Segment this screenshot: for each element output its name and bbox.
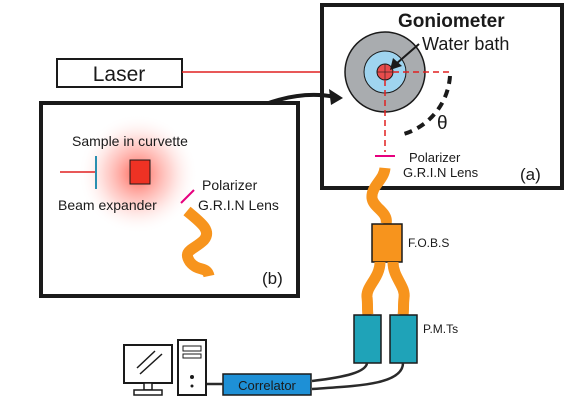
fobs-box	[371, 223, 403, 263]
pmt-right	[389, 314, 418, 364]
detector-fiber	[366, 166, 392, 226]
cuvette	[129, 159, 151, 185]
pmt-cable-left	[311, 362, 369, 383]
inset-panel: Sample in curvette Beam expander Polariz…	[39, 101, 300, 298]
pmt-left	[353, 314, 382, 364]
theta-label: θ	[437, 113, 448, 134]
laser-label: Laser	[93, 63, 146, 86]
split-fiber-left	[361, 261, 386, 317]
sample-label: Sample in curvette	[72, 133, 188, 149]
beam-expander-label: Beam expander	[58, 197, 157, 213]
grin-lens-a-label: G.R.I.N Lens	[403, 165, 479, 180]
polarizer-b-label: Polarizer	[202, 177, 258, 193]
computer-icon	[123, 339, 207, 396]
pmts-label: P.M.Ts	[423, 322, 458, 336]
inset-fiber	[181, 206, 215, 278]
theta-arc	[399, 75, 452, 137]
polarizer-b	[180, 189, 195, 204]
pmt-cable-right	[311, 362, 405, 391]
water-bath-pointer	[395, 43, 420, 65]
panel-b-label: (b)	[262, 269, 283, 288]
fobs-label: F.O.B.S	[408, 236, 449, 250]
grin-lens-b-label: G.R.I.N Lens	[198, 197, 279, 213]
water-bath-pointer-head	[390, 58, 402, 70]
goniometer-panel: Goniometer θ Water bath Polarizer G.R.I.…	[320, 3, 564, 190]
polarizer-a-label: Polarizer	[409, 150, 461, 165]
panel-a-label: (a)	[520, 165, 541, 184]
laser: Laser	[56, 58, 183, 88]
monitor	[123, 344, 173, 384]
water-bath-label: Water bath	[422, 34, 509, 54]
correlator-label: Correlator	[238, 378, 296, 393]
split-fiber-right	[387, 261, 410, 317]
goniometer-title: Goniometer	[398, 11, 505, 32]
